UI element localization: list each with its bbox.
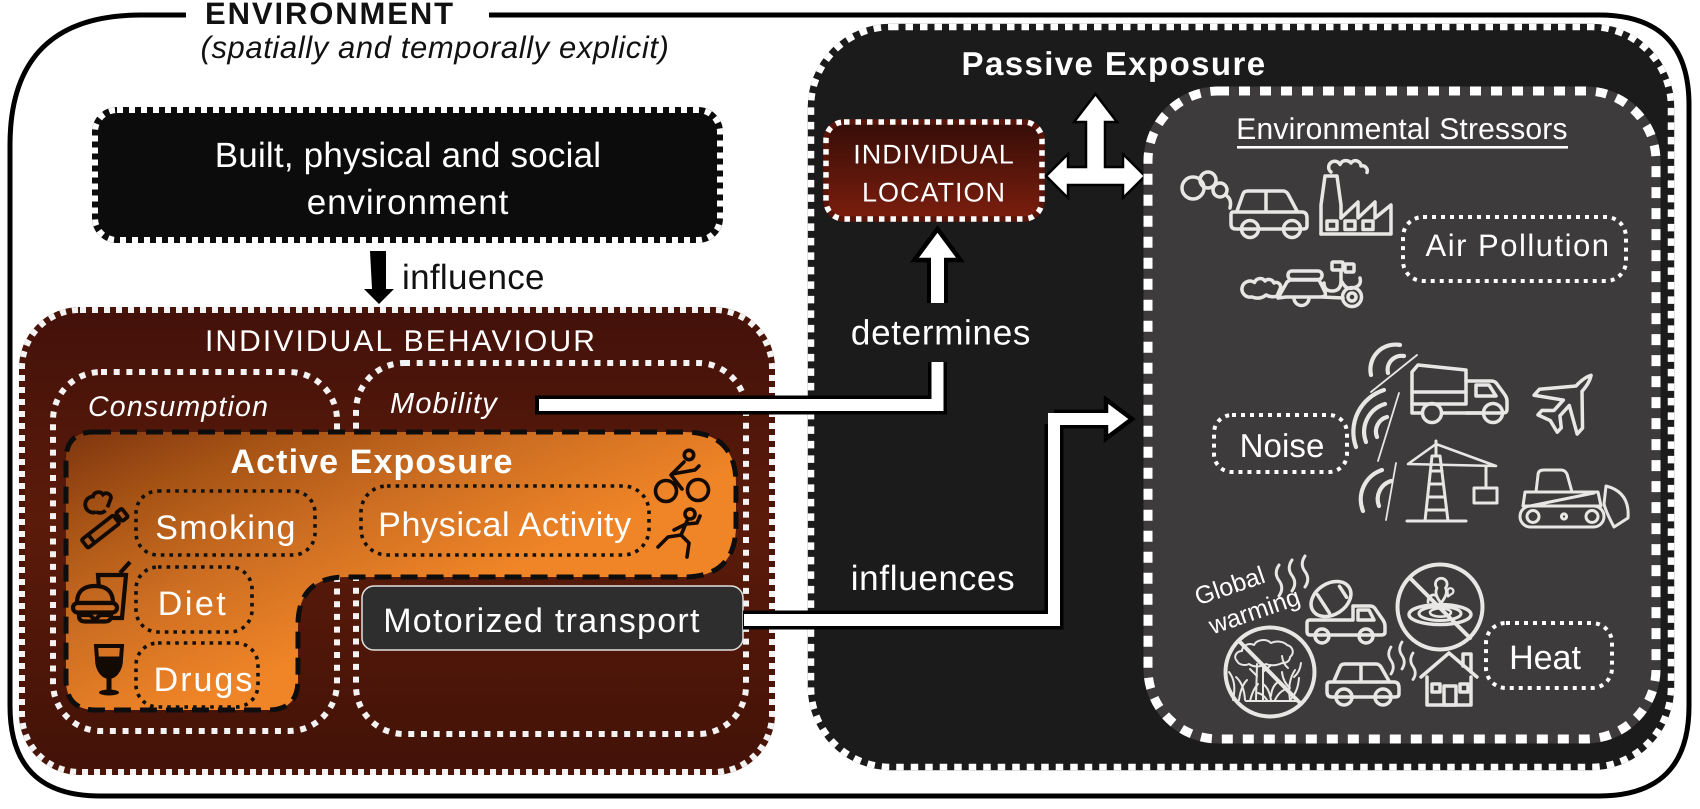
svg-text:environment: environment: [307, 183, 510, 222]
svg-text:Drugs: Drugs: [154, 661, 255, 699]
svg-text:Diet: Diet: [158, 585, 228, 623]
svg-text:Mobility: Mobility: [390, 388, 498, 420]
svg-text:Physical Activity: Physical Activity: [378, 506, 632, 544]
svg-text:Environmental Stressors: Environmental Stressors: [1236, 113, 1567, 146]
svg-text:Motorized transport: Motorized transport: [383, 602, 701, 640]
svg-text:INDIVIDUAL BEHAVIOUR: INDIVIDUAL BEHAVIOUR: [205, 325, 597, 358]
svg-text:influence: influence: [402, 258, 545, 297]
svg-text:Air Pollution: Air Pollution: [1426, 228, 1611, 263]
svg-text:Built, physical and social: Built, physical and social: [215, 136, 602, 175]
svg-text:Noise: Noise: [1240, 427, 1325, 464]
svg-text:Passive Exposure: Passive Exposure: [962, 45, 1267, 82]
svg-text:Smoking: Smoking: [155, 509, 296, 547]
svg-text:ENVIRONMENT: ENVIRONMENT: [205, 0, 455, 31]
svg-text:Heat: Heat: [1509, 639, 1581, 677]
svg-text:influences: influences: [851, 559, 1016, 598]
svg-text:INDIVIDUAL: INDIVIDUAL: [853, 140, 1015, 170]
svg-text:(spatially and temporally expl: (spatially and temporally explicit): [201, 30, 670, 65]
svg-text:LOCATION: LOCATION: [862, 178, 1006, 208]
svg-text:Active Exposure: Active Exposure: [231, 443, 514, 481]
svg-text:determines: determines: [851, 314, 1031, 353]
svg-text:Consumption: Consumption: [88, 391, 269, 423]
